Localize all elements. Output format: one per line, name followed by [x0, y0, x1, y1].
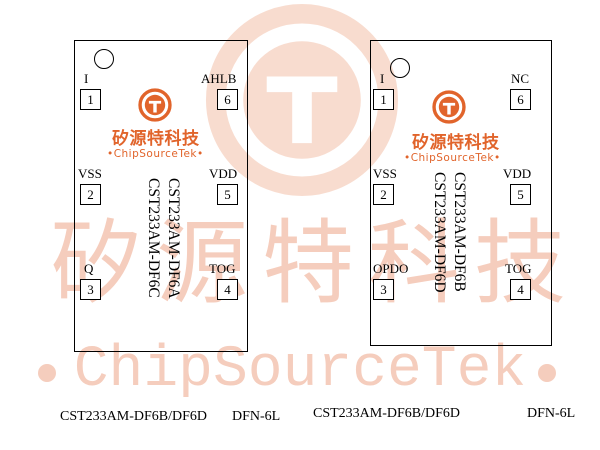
right-pin-5: 5 [510, 184, 531, 205]
right-pin-2: 2 [373, 184, 394, 205]
left-brand-logo-icon [138, 88, 172, 122]
left-pin-3-label: Q [84, 261, 94, 276]
right-brand-logo-icon [432, 90, 466, 124]
right-pin-2-label: VSS [373, 166, 397, 181]
right-brand-cn: 矽源特科技 [412, 133, 500, 153]
left-part-number-2: CST233AM-DF6C [145, 178, 162, 298]
left-chip-body [74, 40, 248, 352]
left-pin-2-label: VSS [78, 166, 102, 181]
watermark-dot-left [38, 364, 56, 382]
watermark-brand-en: ChipSourceTek [73, 338, 527, 403]
right-part-number-1: CST233AM-DF6B [451, 172, 468, 292]
right-pin-1-label: I [380, 71, 385, 86]
left-brand-cn: 矽源特科技 [112, 129, 200, 149]
left-caption-part: CST233AM-DF6B/DF6D [60, 409, 208, 424]
left-brand-en: •ChipSourceTek• [107, 148, 204, 160]
right-pin-4-label: TOG [505, 261, 532, 276]
left-pin-3: 3 [80, 279, 101, 300]
right-brand-en: •ChipSourceTek• [404, 152, 501, 164]
right-pin-1: 1 [373, 89, 394, 110]
left-pin-6: 6 [217, 89, 238, 110]
left-pin-2: 2 [80, 184, 101, 205]
left-caption-package: DFN-6L [232, 409, 281, 424]
left-part-number-1: CST233AM-DF6A [165, 178, 182, 299]
right-pin1-marker-icon [390, 58, 410, 78]
right-pin-3: 3 [373, 279, 394, 300]
left-pin1-marker-icon [94, 49, 114, 69]
watermark-dot-right [538, 364, 556, 382]
left-pin-5-label: VDD [209, 166, 238, 181]
watermark-brand-cn: 矽源特科技 [50, 210, 581, 317]
right-pin-6-label: NC [511, 71, 530, 86]
left-pin-5: 5 [217, 184, 238, 205]
left-pin-4: 4 [217, 279, 238, 300]
right-caption-package: DFN-6L [527, 406, 576, 421]
left-pin-4-label: TOG [209, 261, 236, 276]
right-pin-6: 6 [510, 89, 531, 110]
right-pin-5-label: VDD [503, 166, 532, 181]
right-part-number-2: CST233AM-DF6D [431, 172, 448, 293]
left-pin-1: 1 [80, 89, 101, 110]
right-pin-4: 4 [510, 279, 531, 300]
left-pin-6-label: AHLB [201, 71, 237, 86]
left-pin-1-label: I [84, 71, 89, 86]
right-pin-3-label: OPDO [373, 261, 409, 276]
right-caption-part: CST233AM-DF6B/DF6D [313, 406, 461, 421]
right-chip-body [370, 40, 552, 346]
